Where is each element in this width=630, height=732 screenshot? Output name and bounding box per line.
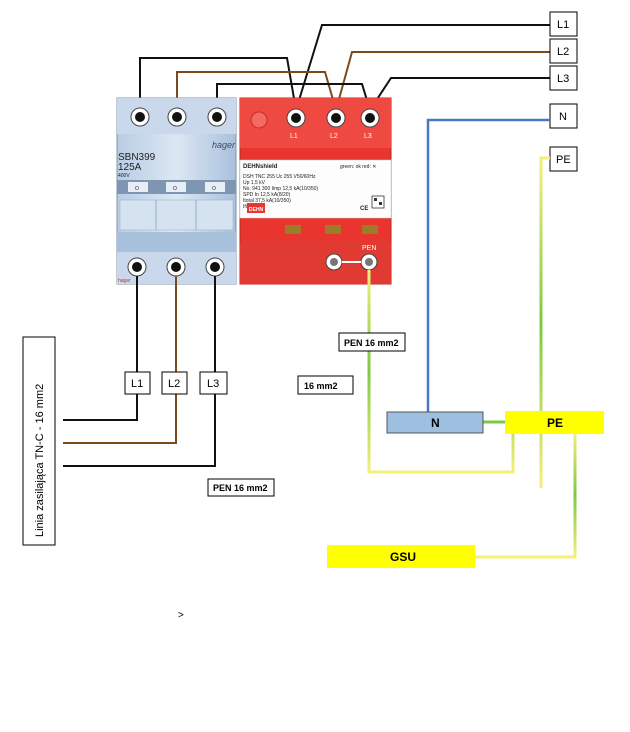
svg-text:CE: CE — [360, 206, 368, 212]
wire-neutral — [426, 118, 550, 412]
label-box-l2-bottom: L2 — [161, 371, 188, 395]
svg-text:O: O — [212, 186, 216, 192]
svg-text:hager: hager — [212, 140, 236, 150]
svg-text:No. 941 300 Iimp 12,5 kA(10/3: No. 941 300 Iimp 12,5 kA(10/350) — [243, 186, 318, 192]
svg-text:L1: L1 — [131, 378, 143, 390]
svg-text:L1: L1 — [290, 133, 298, 140]
svg-text:DSH TNC 255 Uc 255 V50/60Hz: DSH TNC 255 Uc 255 V50/60Hz — [243, 174, 316, 180]
svg-text:SPD In 12,5 kA(8/20): SPD In 12,5 kA(8/20) — [243, 192, 291, 198]
wire-l2-top — [335, 51, 550, 111]
wire-pe-feed — [539, 156, 550, 488]
svg-text:L3: L3 — [557, 73, 569, 85]
svg-text:PE: PE — [556, 154, 571, 166]
svg-text:L2: L2 — [557, 46, 569, 58]
svg-text:N: N — [559, 111, 567, 123]
svg-text:O: O — [135, 186, 139, 192]
label-box-l2: L2 — [549, 38, 578, 64]
wire-l3-bottom — [63, 276, 216, 467]
svg-text:DEHN: DEHN — [249, 207, 264, 213]
svg-text:Itotal 37,5 kA(10/350): Itotal 37,5 kA(10/350) — [243, 198, 291, 204]
svg-text:Up 1,5 kV: Up 1,5 kV — [243, 180, 266, 186]
svg-text:O: O — [173, 186, 177, 192]
stray-mark: > — [178, 610, 184, 621]
svg-text:SBN399: SBN399 — [118, 152, 156, 163]
svg-text:L2: L2 — [330, 133, 338, 140]
label-box-l1-bottom: L1 — [124, 371, 151, 395]
svg-text:PEN 16 mm2: PEN 16 mm2 — [213, 483, 268, 493]
svg-text:N: N — [431, 416, 440, 430]
svg-text:GSU: GSU — [390, 550, 416, 564]
wire-l3-top — [369, 77, 550, 111]
svg-text:L2: L2 — [168, 378, 180, 390]
svg-text:400V: 400V — [118, 173, 130, 179]
svg-text:hager: hager — [118, 278, 131, 284]
svg-text:DEHNshield: DEHNshield — [243, 164, 278, 170]
svg-text:green: ok red: ✕: green: ok red: ✕ — [340, 164, 376, 170]
circuit-breaker: SBN399 125A 400V hager O O O hager — [116, 97, 237, 285]
n-bar: N — [386, 411, 484, 434]
svg-text:PEN 16 mm2: PEN 16 mm2 — [344, 338, 399, 348]
label-16mm2: 16 mm2 — [297, 375, 354, 395]
label-box-l3: L3 — [549, 65, 578, 91]
jumper-3 — [216, 83, 371, 111]
svg-text:125A: 125A — [118, 162, 142, 173]
wire-l1-bottom — [63, 276, 138, 421]
svg-text:PEN: PEN — [362, 245, 376, 252]
svg-text:16 mm2: 16 mm2 — [304, 381, 338, 391]
label-box-pe: PE — [549, 146, 578, 172]
label-pen-cable: PEN 16 mm2 — [338, 332, 406, 352]
svg-text:L1: L1 — [557, 19, 569, 31]
svg-text:PE: PE — [547, 416, 563, 430]
jumper-2 — [176, 71, 337, 111]
top-wiring — [139, 24, 550, 111]
svg-text:L3: L3 — [207, 378, 219, 390]
wire-spd-pen — [367, 270, 515, 474]
wire-l1-top — [295, 24, 550, 111]
label-box-l1: L1 — [549, 11, 578, 37]
label-pen-main: PEN 16 mm2 — [207, 478, 275, 497]
pe-bar: PE — [505, 411, 604, 434]
wire-pe-gsu — [475, 432, 577, 559]
surge-protector: L1 L2 L3 DEHNshield green: ok red: ✕ DSH… — [239, 97, 392, 285]
label-box-n: N — [549, 103, 578, 129]
svg-text:Linia zasilająca TN-C - 16 mm2: Linia zasilająca TN-C - 16 mm2 — [34, 384, 46, 537]
label-box-l3-bottom: L3 — [199, 371, 228, 395]
svg-text:L3: L3 — [364, 133, 372, 140]
wire-l2-bottom — [63, 276, 177, 444]
gsu-bar: GSU — [327, 545, 475, 568]
supply-line-label: Linia zasilająca TN-C - 16 mm2 — [22, 336, 56, 546]
